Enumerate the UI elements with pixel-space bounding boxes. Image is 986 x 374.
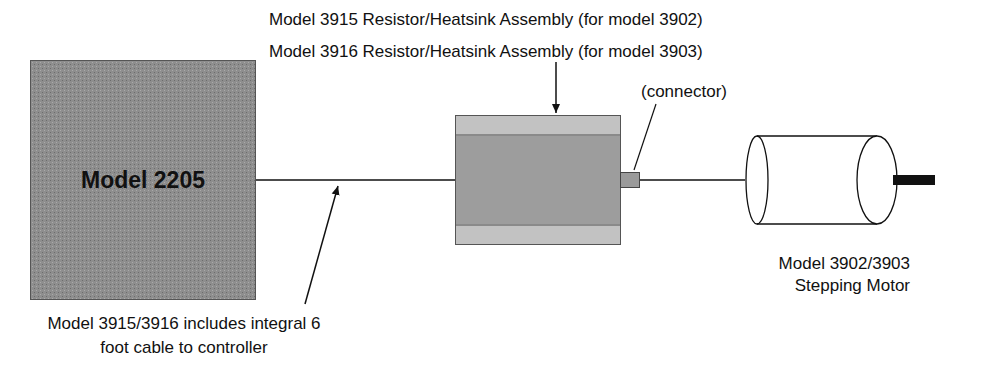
controller-box: Model 2205	[30, 60, 256, 300]
box-label: Model 2205	[75, 160, 211, 200]
stepping-motor: Model 3902/3903 Stepping Motor	[745, 135, 900, 225]
motor-symbol	[745, 134, 945, 226]
leader-line	[634, 104, 656, 170]
motor-shaft	[893, 175, 935, 185]
cable-line	[256, 179, 455, 181]
callout-arrow	[305, 186, 338, 304]
callout-label: Model 3916 Resistor/Heatsink Assembly (f…	[269, 41, 703, 63]
resistor-heatsink-assembly: Model 3915 Resistor/Heatsink Assembly (f…	[455, 115, 621, 245]
motor-label: Model 3902/3903 Stepping Motor	[760, 253, 910, 297]
connector: (connector)	[620, 172, 640, 188]
note-label: Model 3915/3916 includes integral 6 foot…	[34, 312, 334, 360]
cable-line	[640, 179, 745, 181]
callout-label: Model 3915 Resistor/Heatsink Assembly (f…	[269, 9, 703, 31]
callout-label: (connector)	[641, 81, 727, 103]
callout-arrow	[555, 62, 557, 113]
